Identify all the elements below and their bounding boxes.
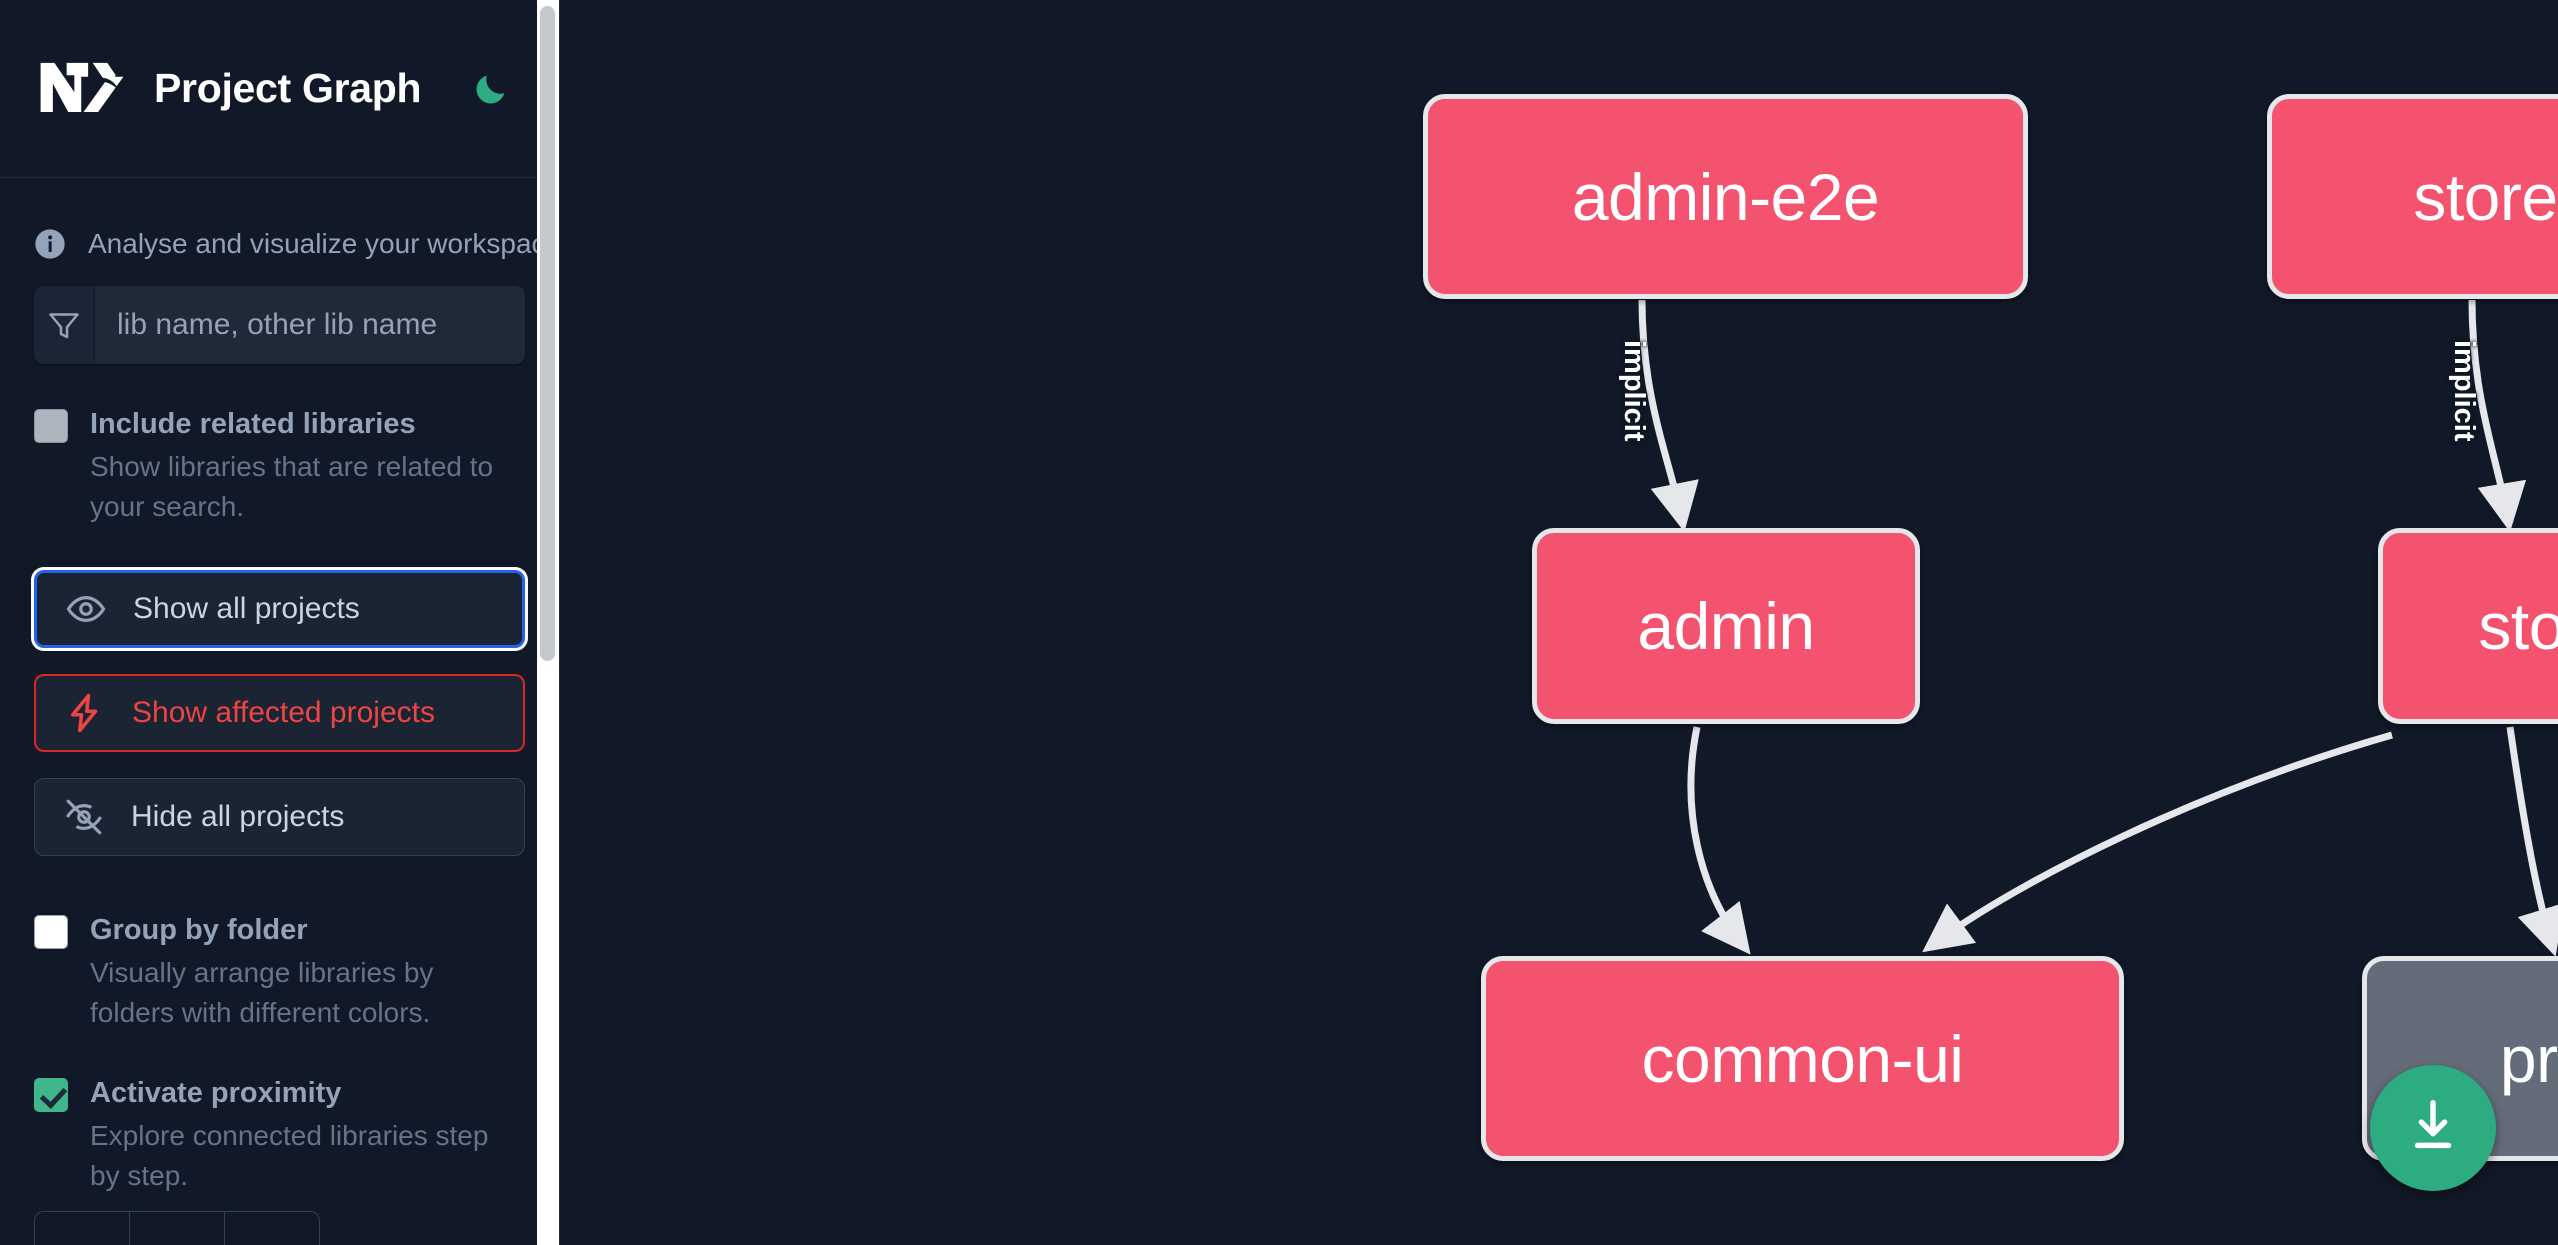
proximity-step-button-group[interactable]: [34, 1211, 320, 1245]
graph-node-store[interactable]: store: [2378, 528, 2558, 724]
sidebar: Project Graph Analyse and visualize your…: [0, 0, 560, 1245]
proximity-step-decrease-button[interactable]: [35, 1212, 130, 1245]
graph-node-label: store: [2478, 589, 2558, 663]
lightning-icon: [64, 692, 106, 734]
checkbox-row-activate-proximity: Activate proximity Explore connected lib…: [34, 1071, 525, 1195]
show-all-projects-label: Show all projects: [133, 592, 360, 626]
sidebar-scrollbar-thumb[interactable]: [540, 6, 555, 661]
hide-all-projects-button[interactable]: Hide all projects: [34, 778, 525, 857]
checkbox-row-include-related-libraries: Include related libraries Show libraries…: [34, 402, 525, 526]
eye-icon: [65, 588, 107, 630]
sidebar-body: Analyse and visualize your workspace. In…: [0, 178, 559, 1195]
workspace-info-text: Analyse and visualize your workspace.: [88, 228, 560, 259]
edge-store-to-common-ui: [1922, 731, 2393, 953]
edge-admin-to-common-ui: [1687, 726, 1751, 955]
download-icon: [2402, 1095, 2464, 1162]
proximity-step-value[interactable]: [130, 1212, 225, 1245]
graph-node-label: products: [2499, 1021, 2558, 1096]
include-related-libraries-description: Show libraries that are related to your …: [90, 450, 494, 522]
search-input[interactable]: [95, 286, 525, 364]
edge-store-e2e-to-store: [2468, 299, 2527, 533]
page-title: Project Graph: [154, 65, 422, 111]
info-circle-icon: [34, 228, 66, 260]
include-related-libraries-checkbox[interactable]: [34, 409, 68, 443]
edge-admin-e2e-to-admin: [1638, 299, 1699, 533]
checkbox-row-group-by-folder: Group by folder Visually arrange librari…: [34, 908, 525, 1032]
download-image-button[interactable]: [2370, 1065, 2496, 1191]
graph-node-label: admin-e2e: [1571, 159, 1880, 234]
graph-node-admin[interactable]: admin: [1532, 528, 1920, 724]
graph-node-label: store-e2e: [2413, 159, 2558, 234]
moon-icon[interactable]: [469, 67, 513, 111]
hide-all-projects-label: Hide all projects: [131, 800, 345, 834]
edge-store-to-products: [2506, 726, 2558, 957]
filter-icon[interactable]: [34, 286, 95, 364]
graph-node-admin-e2e[interactable]: admin-e2e: [1423, 94, 2028, 299]
graph-node-label: common-ui: [1641, 1021, 1964, 1096]
edge-label-implicit-admin: implicit: [1618, 340, 1650, 442]
proximity-step-increase-button[interactable]: [225, 1212, 319, 1245]
edge-label-implicit-store: implicit: [2448, 340, 2480, 442]
sidebar-scrollbar-track[interactable]: [537, 0, 559, 1245]
graph-node-label: admin: [1637, 589, 1815, 663]
search-bar: [34, 286, 525, 364]
show-affected-projects-label: Show affected projects: [132, 696, 435, 730]
graph-node-common-ui[interactable]: common-ui: [1481, 956, 2124, 1161]
eye-off-icon: [63, 796, 105, 838]
workspace-info: Analyse and visualize your workspace.: [34, 178, 559, 270]
activate-proximity-label: Activate proximity: [90, 1076, 342, 1109]
activate-proximity-description: Explore connected libraries step by step…: [90, 1119, 489, 1191]
graph-canvas[interactable]: admin-e2e store-e2e admin store common-u…: [560, 0, 2558, 1245]
show-all-projects-button[interactable]: Show all projects: [34, 570, 525, 649]
show-affected-projects-button[interactable]: Show affected projects: [34, 674, 525, 753]
graph-node-store-e2e[interactable]: store-e2e: [2267, 94, 2558, 299]
graph-edges: [1638, 299, 2558, 957]
include-related-libraries-label: Include related libraries: [90, 408, 416, 440]
activate-proximity-checkbox[interactable]: [34, 1077, 68, 1112]
nx-logo-icon: [36, 58, 128, 120]
group-by-folder-description: Visually arrange libraries by folders wi…: [90, 957, 434, 1029]
sidebar-header: Project Graph: [0, 0, 559, 178]
group-by-folder-checkbox[interactable]: [34, 915, 68, 950]
group-by-folder-label: Group by folder: [90, 914, 308, 947]
